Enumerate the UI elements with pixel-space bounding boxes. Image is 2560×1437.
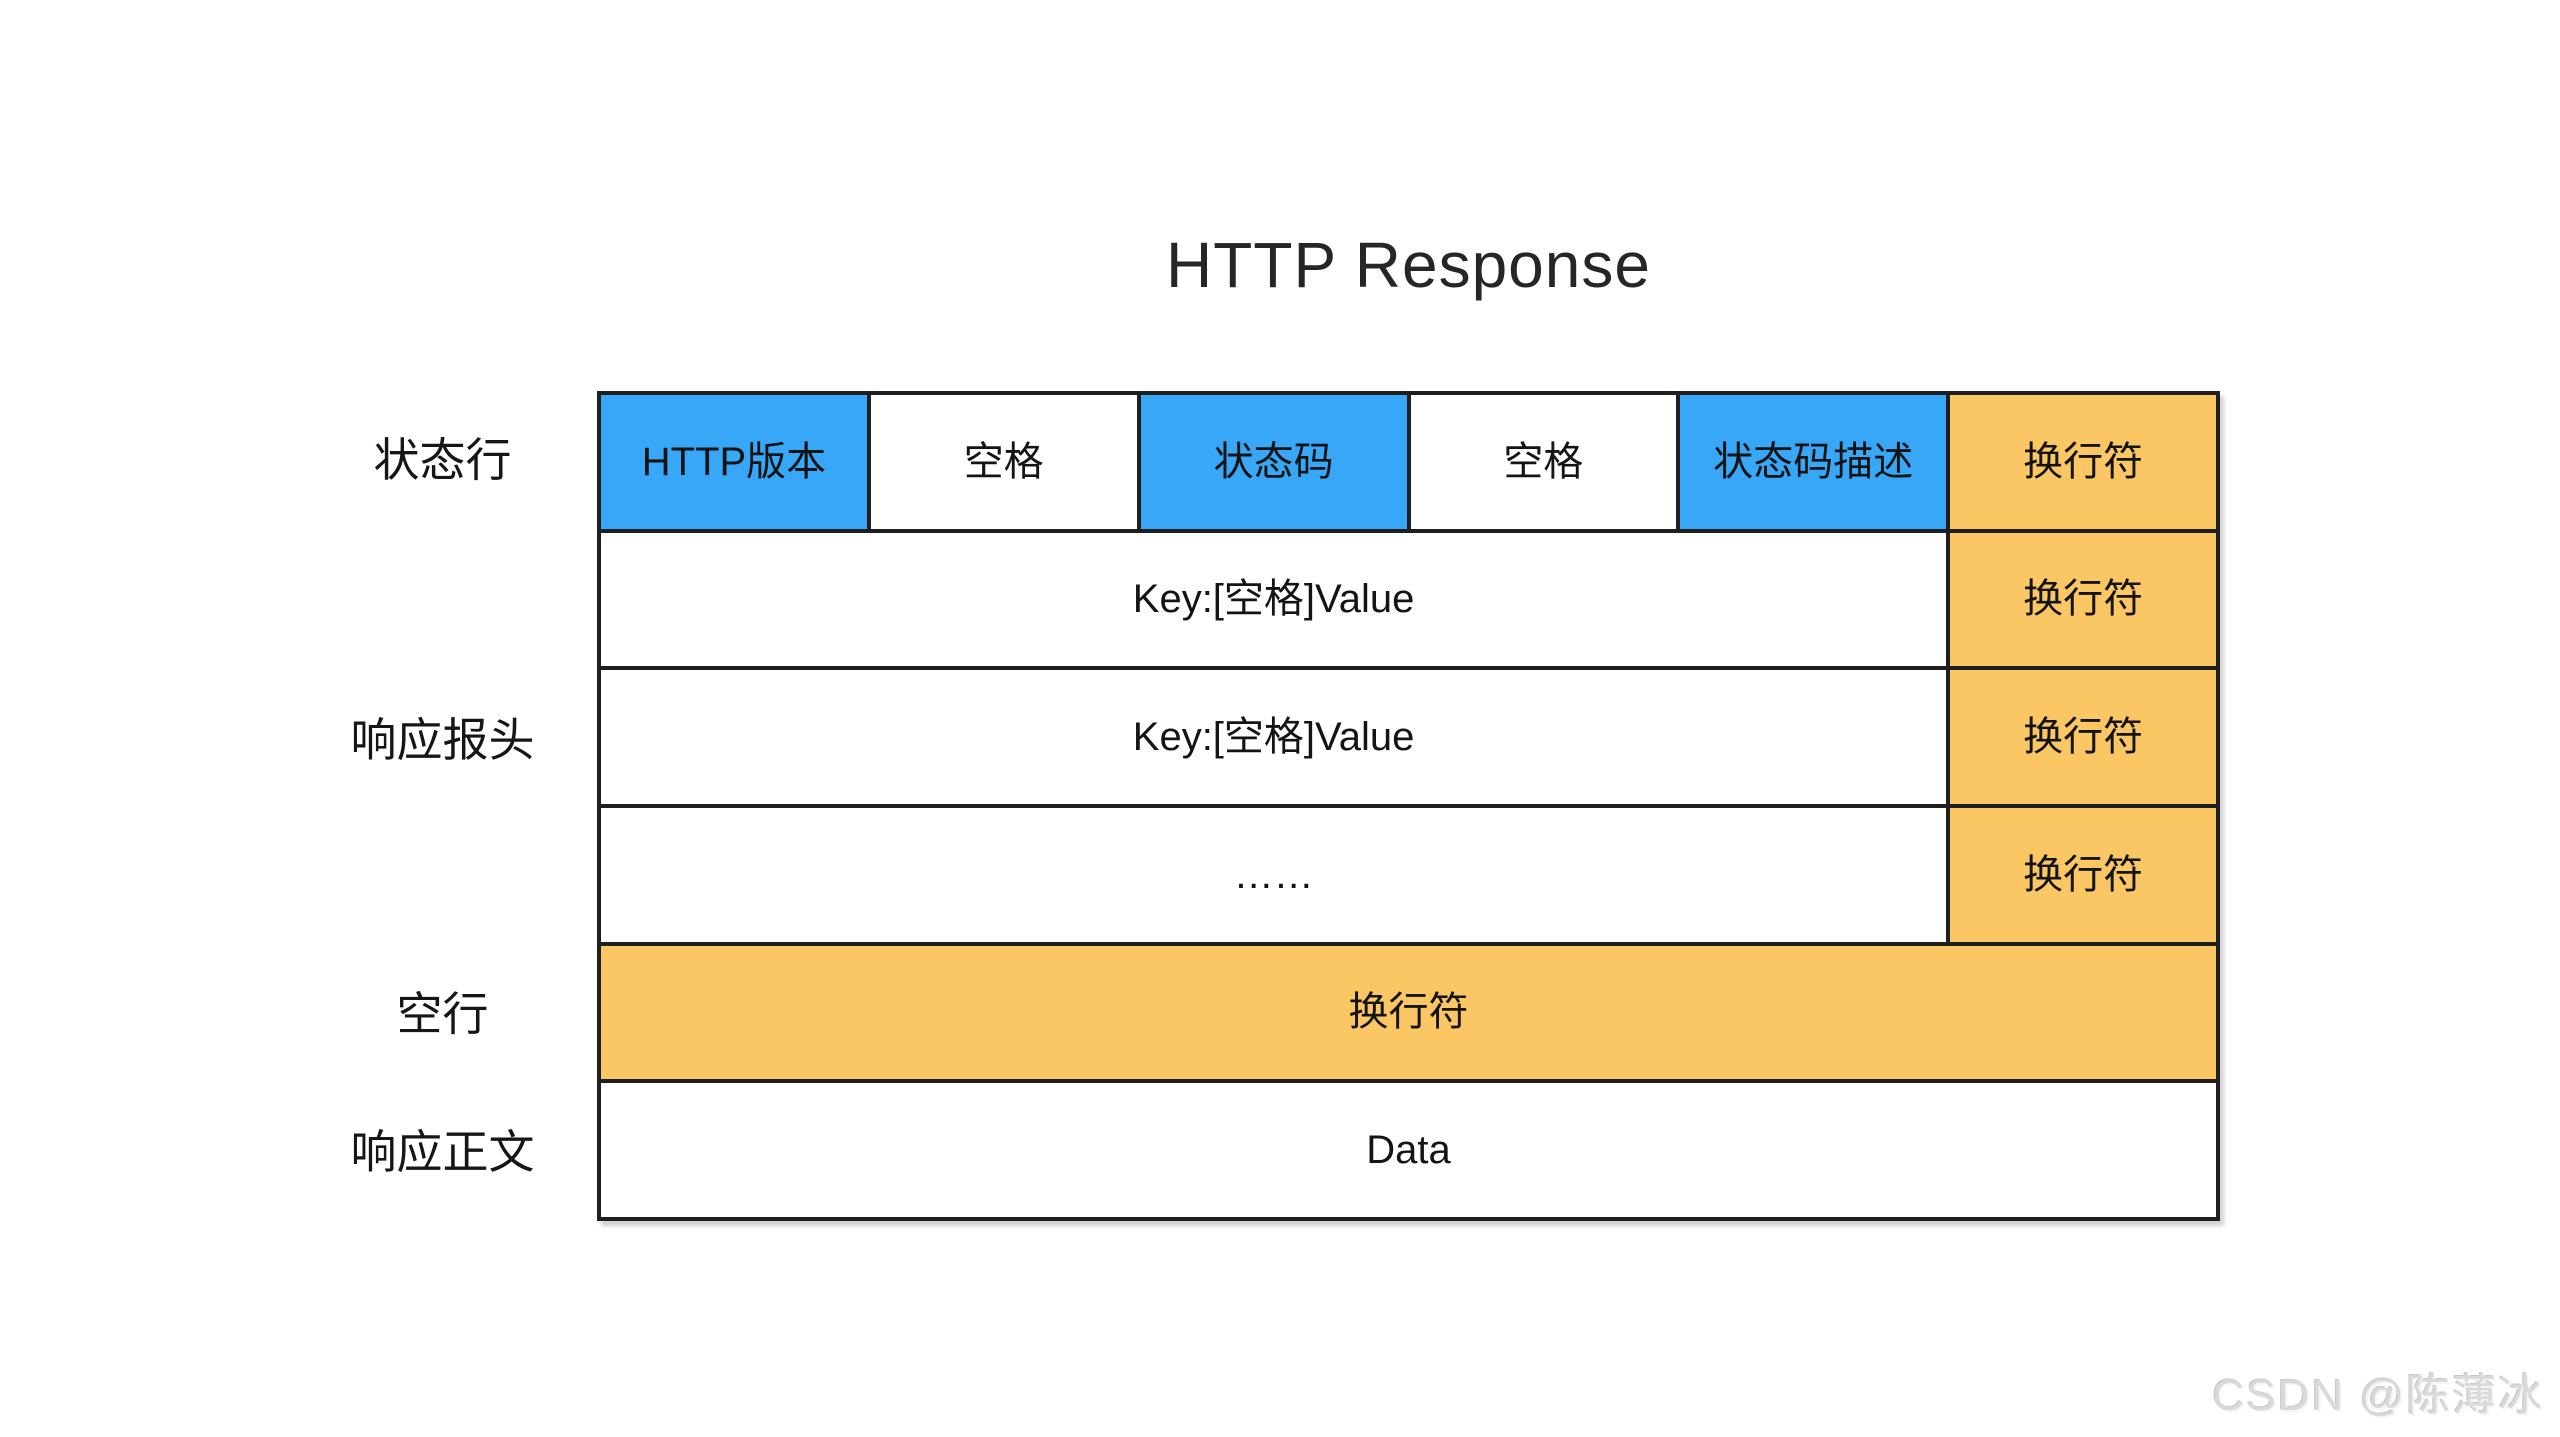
cell-body-data: Data [601,1083,2216,1217]
diagram-title: HTTP Response [1166,229,1651,301]
cell-space-2: 空格 [1410,395,1677,529]
cell-header-ellipsis: …… [601,808,1947,942]
cell-space-1: 空格 [870,395,1137,529]
watermark: CSDN @陈薄冰 [2212,1371,2544,1420]
cell-newline-header-2: 换行符 [1950,670,2216,804]
cell-header-kv-1: Key:[空格]Value [601,532,1947,667]
row-label-blank-line: 空行 [396,988,489,1040]
cell-blank-line-newline: 换行符 [601,945,2216,1080]
cell-header-kv-2: Key:[空格]Value [601,670,1947,804]
row-label-response-headers: 响应报头 [350,714,535,766]
cell-status-code: 状态码 [1140,395,1407,529]
row-label-response-body: 响应正文 [350,1126,535,1178]
cell-newline-header-3: 换行符 [1950,808,2216,942]
cell-status-code-description: 状态码描述 [1680,395,1947,529]
cell-newline-status-line: 换行符 [1950,395,2216,529]
http-response-structure-table: HTTP版本 空格 状态码 空格 状态码描述 换行符 Key:[空格]Value… [597,391,2220,1221]
cell-http-version: HTTP版本 [601,395,867,529]
cell-newline-header-1: 换行符 [1950,532,2216,667]
row-label-status-line: 状态行 [373,434,512,486]
